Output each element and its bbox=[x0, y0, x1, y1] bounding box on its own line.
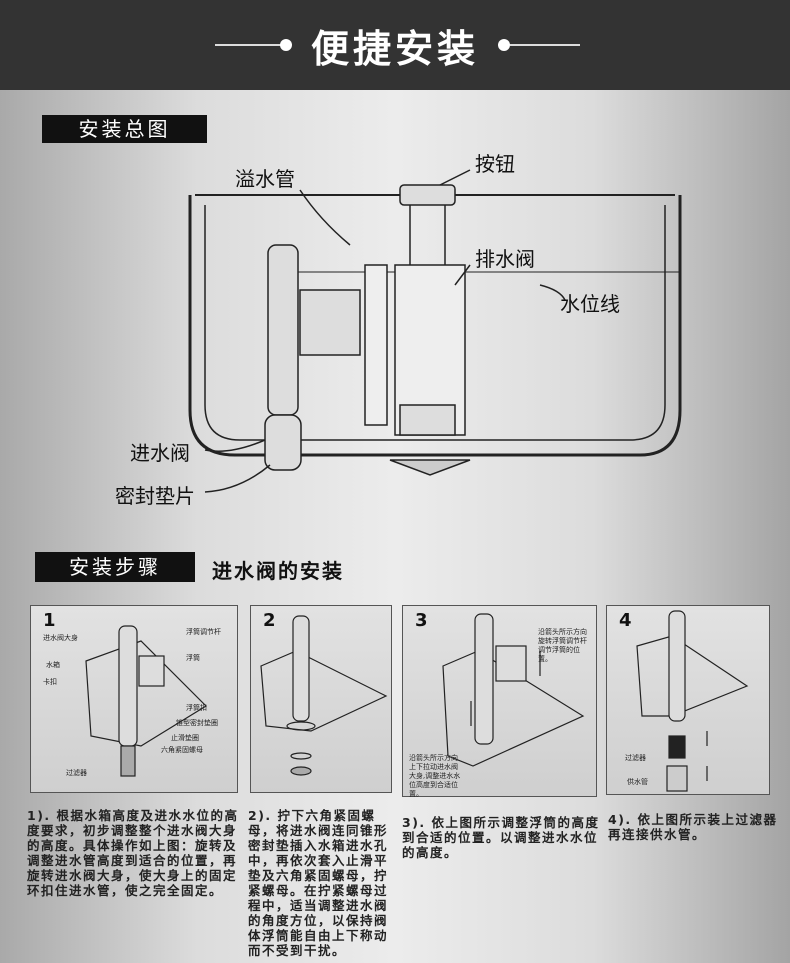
part-label: 过滤器 bbox=[625, 754, 646, 762]
step-1-text: 1). 根据水箱高度及进水水位的高度要求，初步调整整个进水阀大身的高度。具体操作… bbox=[27, 808, 239, 898]
valve-illustration bbox=[85, 625, 207, 777]
label-button: 按钮 bbox=[475, 152, 515, 176]
steps-subtitle: 进水阀的安装 bbox=[212, 559, 344, 583]
part-label: 水箱 bbox=[46, 661, 60, 669]
step-number: 4 bbox=[619, 610, 632, 631]
label-inlet-valve: 进水阀 bbox=[130, 441, 190, 465]
decor-line-left bbox=[215, 44, 285, 46]
part-label: 六角紧固螺母 bbox=[161, 746, 203, 754]
step-panel-1: 1 进水阀大身 水箱 卡扣 浮筒调节杆 浮筒 浮筒扣 锥型密封垫圈 止滑垫圈 六… bbox=[30, 605, 238, 793]
part-label: 浮筒扣 bbox=[186, 704, 207, 712]
step-panel-2: 2 bbox=[250, 605, 392, 793]
part-label: 浮筒 bbox=[186, 654, 200, 662]
step-panel-4: 4 过滤器 供水管 bbox=[606, 605, 770, 795]
part-label: 卡扣 bbox=[43, 678, 57, 686]
header-bar: 便捷安装 bbox=[0, 0, 790, 90]
step-2-text: 2). 拧下六角紧固螺母，将进水阀连同锥形密封垫插入水箱进水孔中，再依次套入止滑… bbox=[248, 808, 389, 958]
part-label: 止滑垫圈 bbox=[171, 734, 199, 742]
decor-dot-right bbox=[498, 39, 510, 51]
part-label: 浮筒调节杆 bbox=[186, 628, 221, 636]
step-number: 3 bbox=[415, 610, 428, 631]
label-overflow-pipe: 溢水管 bbox=[235, 167, 295, 191]
step-number: 2 bbox=[263, 610, 276, 631]
valve-illustration bbox=[636, 610, 749, 792]
part-label: 供水管 bbox=[627, 778, 648, 786]
valve-illustration bbox=[260, 615, 388, 776]
steps-tag: 安装步骤 bbox=[35, 552, 195, 582]
overview-tag: 安装总图 bbox=[42, 115, 207, 143]
part-label: 锥型密封垫圈 bbox=[176, 719, 218, 727]
step-3-text: 3). 依上图所示调整浮筒的高度到合适的位置。以调整进水水位的高度。 bbox=[402, 815, 600, 860]
step-panel-3: 3 沿箭头所示方向旋转浮筒调节杆调节浮筒的位置。 沿箭头所示方向上下拉动进水阀大… bbox=[402, 605, 597, 798]
step-number: 1 bbox=[43, 610, 56, 631]
decor-dot-left bbox=[280, 39, 292, 51]
label-seal-gasket: 密封垫片 bbox=[115, 484, 195, 508]
part-label: 进水阀大身 bbox=[43, 634, 78, 642]
page-title: 便捷安装 bbox=[310, 27, 479, 71]
label-drain-valve: 排水阀 bbox=[475, 247, 535, 271]
decor-line-right bbox=[510, 44, 580, 46]
label-water-line: 水位线 bbox=[560, 292, 620, 316]
instruction-note: 沿箭头所示方向上下拉动进水阀大身,调整进水水位高度到合适位置。 bbox=[409, 754, 461, 798]
instruction-note: 沿箭头所示方向旋转浮筒调节杆调节浮筒的位置。 bbox=[538, 628, 587, 663]
part-label: 过滤器 bbox=[66, 769, 87, 777]
valve-illustration bbox=[442, 613, 585, 767]
step-4-text: 4). 依上图所示装上过滤器再连接供水管。 bbox=[608, 812, 778, 842]
